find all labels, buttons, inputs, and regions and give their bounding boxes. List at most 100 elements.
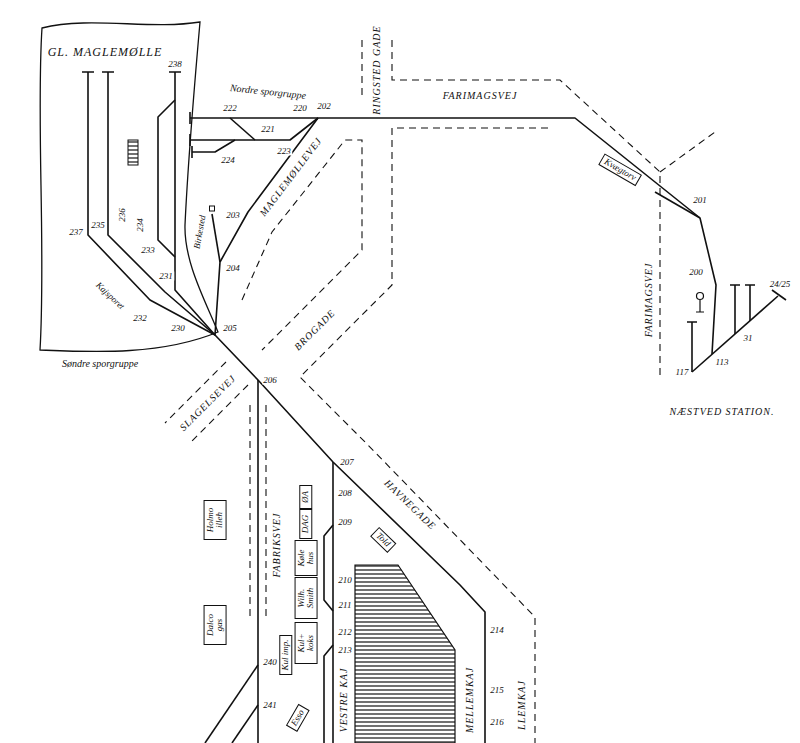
place-name: LLEMKAJ xyxy=(517,679,527,731)
box-text: Kul imp. xyxy=(281,639,290,671)
switch-number: 203 xyxy=(225,211,241,220)
switch-number: 231 xyxy=(158,272,174,281)
box-text: Wilh. Smith xyxy=(297,581,316,615)
switch-number: 209 xyxy=(337,518,353,527)
building-box: Holmo illeh xyxy=(204,500,227,540)
track-line xyxy=(88,72,215,335)
switch-number: 214 xyxy=(489,626,505,635)
building-box: DAG xyxy=(299,509,312,539)
box-text: ØA xyxy=(301,489,310,505)
place-name: MELLEMKAJ xyxy=(465,666,475,734)
track-line xyxy=(212,214,220,262)
switch-number: 224 xyxy=(220,156,236,165)
track-line xyxy=(175,72,215,335)
track-line xyxy=(190,118,318,140)
track-line xyxy=(230,118,255,140)
track-stop xyxy=(82,71,181,73)
building-box: Kvægtorv xyxy=(598,153,642,186)
switch-number: 221 xyxy=(260,125,276,134)
street-edge xyxy=(242,140,362,350)
track-line xyxy=(257,380,259,743)
switch-number: 206 xyxy=(262,376,278,385)
switch-number: 207 xyxy=(339,458,355,467)
track-line xyxy=(324,645,333,743)
box-text: Køle hus xyxy=(297,544,316,572)
switch-number: 113 xyxy=(715,358,730,367)
switch-number: 240 xyxy=(262,658,278,667)
switch-number: 215 xyxy=(489,686,505,695)
place-name: FARIMAGSVEJ xyxy=(644,262,654,339)
track-line xyxy=(232,705,258,743)
switch-number: 211 xyxy=(338,601,353,610)
place-name: NÆSTVED STATION. xyxy=(669,407,776,417)
switch-number: 205 xyxy=(222,324,238,333)
signal-post xyxy=(696,300,704,312)
switch-number: 202 xyxy=(316,102,332,111)
switch-number: 208 xyxy=(337,489,353,498)
switch-number: 117 xyxy=(675,368,690,377)
switch-number: 204 xyxy=(225,264,241,273)
place-name: HAVNEGADE xyxy=(382,477,439,532)
building-box: Køle hus xyxy=(295,540,318,576)
switch-number: 232 xyxy=(132,314,148,323)
building-box: Told xyxy=(370,527,396,553)
street-edge xyxy=(660,132,715,172)
track-line xyxy=(192,140,235,152)
switch-number: 24/25 xyxy=(769,280,792,289)
box-text: Dalco gas xyxy=(206,609,225,641)
place-name: Birkested xyxy=(192,213,207,250)
switch-number: 213 xyxy=(337,646,353,655)
switch-number: 233 xyxy=(140,246,156,255)
switch-number: 235 xyxy=(90,221,106,230)
switch-number: 222 xyxy=(222,104,238,113)
street-edge xyxy=(265,405,266,620)
place-name: RINGSTED GADE xyxy=(372,24,382,115)
place-name: VESTRE KAJ xyxy=(339,667,349,734)
street-edge xyxy=(392,40,660,380)
building-box: Esso xyxy=(286,704,310,732)
street-edge xyxy=(361,40,362,100)
track-line xyxy=(108,72,215,335)
area-outline xyxy=(40,22,218,352)
street-edge xyxy=(249,405,250,620)
street-edge xyxy=(300,128,548,743)
switch-number: 238 xyxy=(167,60,183,69)
box-text: Kul+ koks xyxy=(297,626,316,660)
track-line xyxy=(158,100,175,257)
switch-number: 216 xyxy=(489,718,505,727)
hatched-building xyxy=(128,140,138,165)
building-box: ØA xyxy=(299,485,312,509)
track-stop xyxy=(190,112,192,158)
box-text: DAG xyxy=(301,513,310,535)
place-name: FARIMAGSVEJ xyxy=(442,91,519,101)
switch-number: 234 xyxy=(136,217,145,233)
building-box: Dalco gas xyxy=(204,605,227,645)
place-name: FABRIKSVEJ xyxy=(272,512,282,579)
track-line xyxy=(205,665,258,743)
switch-number: 220 xyxy=(292,104,308,113)
box-text: Told xyxy=(374,531,392,549)
switch-number: 31 xyxy=(743,334,754,343)
place-name: GL. MAGLEMØLLE xyxy=(47,46,164,58)
track-line xyxy=(324,525,333,611)
switch-number: 200 xyxy=(688,268,704,277)
track-line xyxy=(692,285,750,372)
place-name: Søndre sporgruppe xyxy=(61,359,139,369)
building-box: Kul imp. xyxy=(279,635,292,675)
track-line xyxy=(215,118,485,743)
switch-number: 201 xyxy=(692,196,708,205)
signal-symbol xyxy=(696,293,704,313)
place-name: Nordre sporgruppe xyxy=(228,83,307,101)
switch-number: 230 xyxy=(170,324,186,333)
switch-number: 236 xyxy=(118,207,127,223)
hatched-building xyxy=(355,565,455,743)
switch-number: 212 xyxy=(337,628,353,637)
track-line xyxy=(190,118,716,354)
box-text: Kvægtorv xyxy=(602,157,637,183)
switch-number: 210 xyxy=(337,576,353,585)
track-line xyxy=(332,462,334,743)
track-cross xyxy=(772,290,786,300)
building-box: Kul+ koks xyxy=(295,622,318,664)
track-end-marker xyxy=(210,206,215,211)
